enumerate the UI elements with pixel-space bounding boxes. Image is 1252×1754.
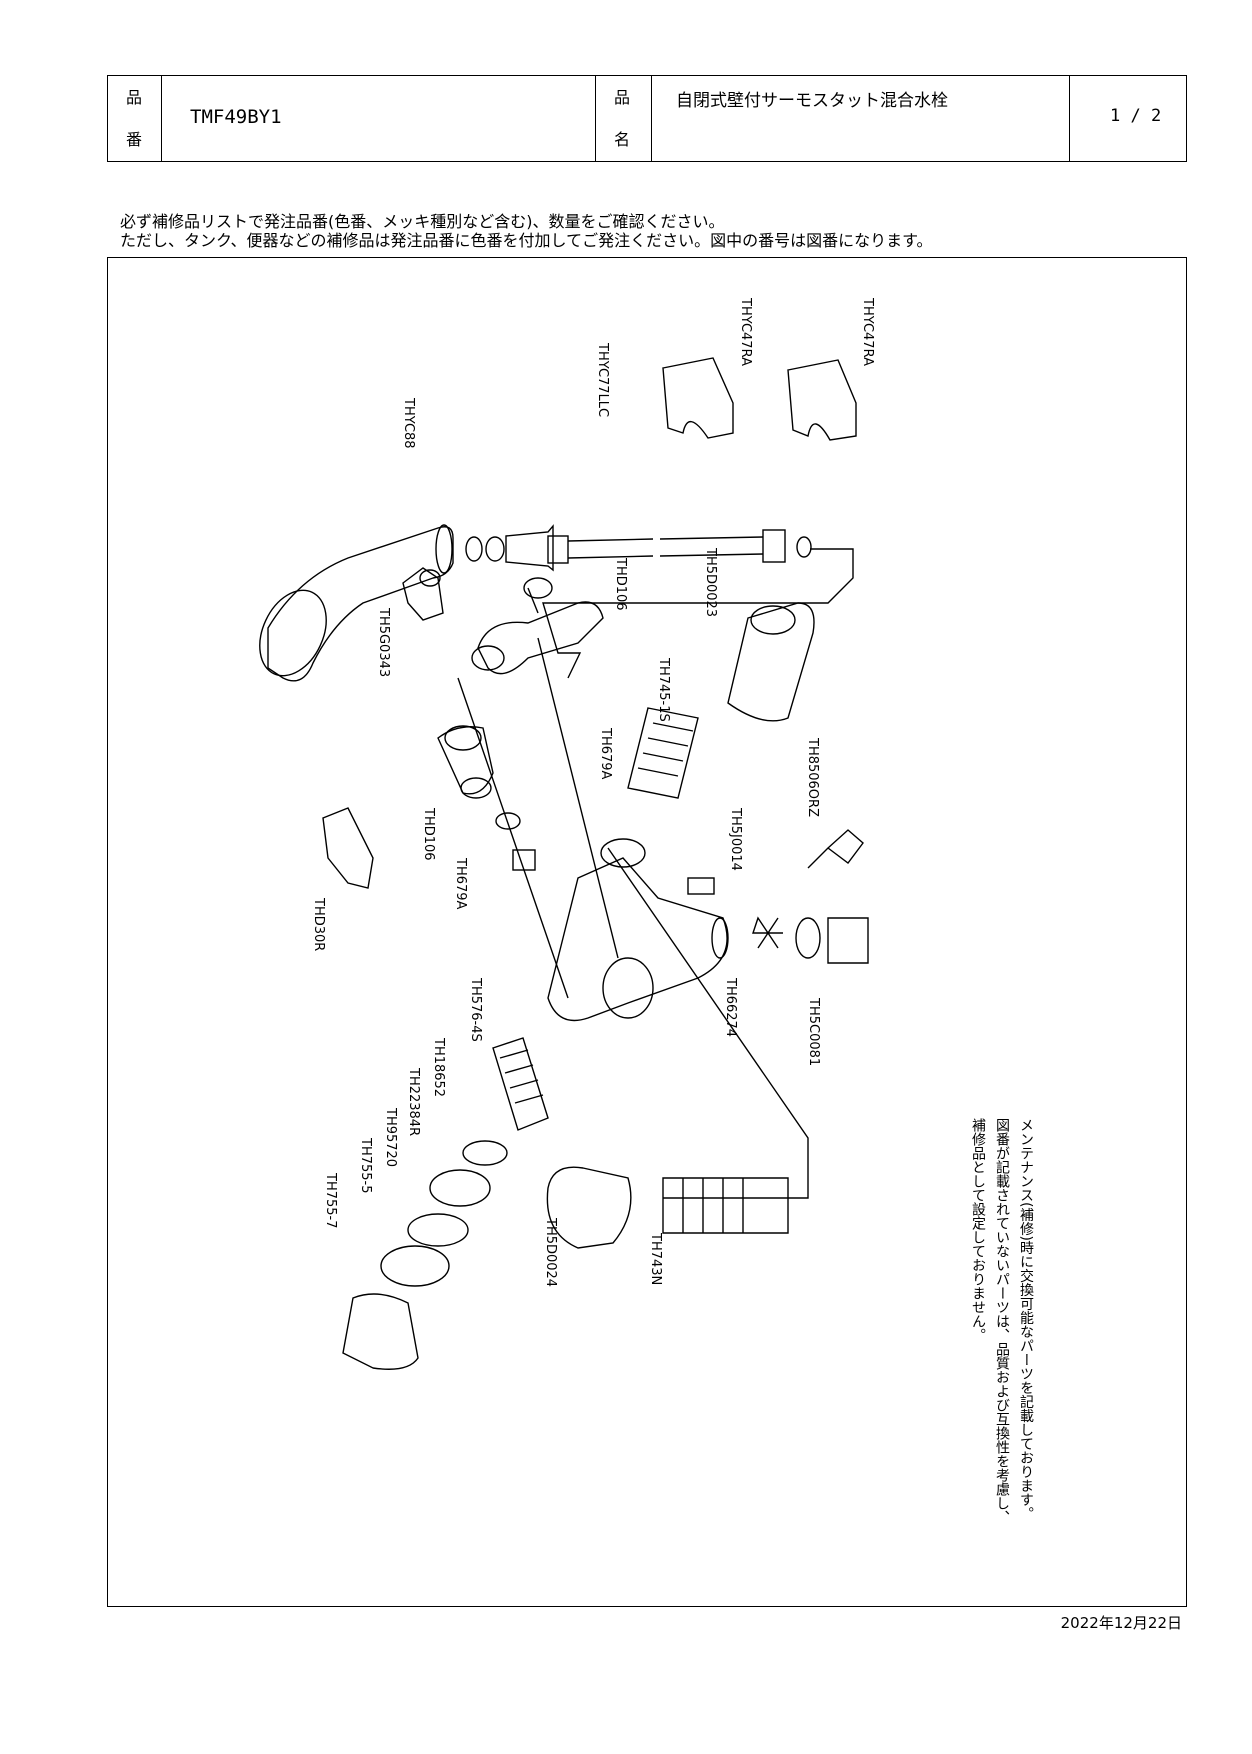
- check-valve-illustration: [687, 877, 715, 895]
- nut-illustration: [429, 1169, 491, 1207]
- exploded-diagram-frame: THYC88 THYC77LLC THYC47RA THYC47RA TH5G0…: [107, 257, 1187, 1607]
- part-label-thyc47ra-2: THYC47RA: [860, 298, 875, 366]
- product-code: TMF49BY1: [190, 106, 282, 128]
- name-label-1: 品: [614, 88, 631, 107]
- name-value-cell: 自閉式壁付サーモスタット混合水栓: [652, 76, 1070, 161]
- hose-route-line: [542, 548, 854, 679]
- eccentric-leg-illustration: [437, 725, 494, 799]
- ring-illustration: [380, 1245, 450, 1287]
- page-cell: 1 / 2: [1070, 76, 1186, 161]
- document-date: 2022年12月22日: [1060, 1614, 1182, 1632]
- header-table: 品 番 TMF49BY1 品 名 自閉式壁付サーモスタット混合水栓 1 / 2: [107, 75, 1187, 162]
- order-note-1: 必ず補修品リストで発注品番(色番、メッキ種別など含む)、数量をご確認ください。: [120, 212, 725, 231]
- strainer-illustration: [752, 916, 783, 949]
- cartridge-illustration: [627, 707, 699, 799]
- part-label-th745-1s: TH745-1S: [656, 658, 671, 722]
- product-name: 自閉式壁付サーモスタット混合水栓: [676, 91, 948, 111]
- o-ring-illustration: [407, 1213, 469, 1247]
- maintenance-note-1: メンテナンス(補修)時に交換可能なパーツを記載しております。: [1018, 1118, 1034, 1521]
- part-label-th18652: TH18652: [431, 1038, 446, 1098]
- nut-illustration: [827, 917, 869, 964]
- part-label-th679a-upper: TH679A: [598, 728, 613, 780]
- part-label-th576-4s: TH576-4S: [468, 978, 483, 1042]
- page-number: 1 / 2: [1110, 106, 1162, 126]
- code-label-1: 品: [126, 88, 143, 107]
- exploded-diagram: [259, 357, 869, 1370]
- handle-cap-illustration: [727, 602, 815, 722]
- handle-illustration: [342, 1293, 419, 1370]
- part-label-th679a-lower: TH679A: [453, 858, 468, 910]
- order-notes: 必ず補修品リストで発注品番(色番、メッキ種別など含む)、数量をご確認ください。 …: [120, 212, 932, 250]
- o-ring-illustration: [495, 812, 521, 830]
- part-label-th5g0343: TH5G0343: [376, 608, 391, 678]
- o-ring-illustration: [795, 917, 821, 959]
- part-label-th5c0081: TH5C0081: [806, 998, 821, 1067]
- part-label-thyc47ra-1: THYC47RA: [738, 298, 753, 366]
- hand-shower-illustration: [259, 524, 454, 682]
- part-label-th8506orz: TH8506ORZ: [805, 738, 820, 817]
- washer-illustration: [462, 1140, 508, 1166]
- name-label-2: 名: [614, 130, 631, 149]
- code-label-cell: 品 番: [108, 76, 162, 161]
- part-label-th5j0014: TH5J0014: [728, 808, 743, 871]
- maintenance-note-3: 補修品として設定しておりません。: [970, 1118, 986, 1342]
- code-value-cell: TMF49BY1: [162, 76, 596, 161]
- order-note-2: ただし、タンク、便器などの補修品は発注品番に色番を付加してご発注ください。図中の…: [120, 231, 933, 250]
- part-label-th5d0023: TH5D0023: [703, 548, 718, 618]
- code-label-2: 番: [126, 130, 143, 149]
- part-label-th22384r: TH22384R: [406, 1068, 421, 1137]
- part-label-th95720: TH95720: [383, 1108, 398, 1168]
- push-cartridge-illustration: [662, 1177, 789, 1234]
- elbow-illustration: [402, 567, 444, 621]
- cartridge-illustration: [492, 1037, 549, 1131]
- eccentric-leg-illustration: [471, 577, 604, 675]
- part-label-thd30r: THD30R: [311, 898, 326, 952]
- push-handle-illustration: [546, 1166, 632, 1249]
- valve-body-illustration: [547, 838, 729, 1022]
- part-label-thyc77llc: THYC77LLC: [595, 343, 610, 418]
- o-ring-illustration: [485, 536, 505, 562]
- o-ring-illustration: [796, 536, 812, 558]
- hose-illustration: [505, 524, 786, 572]
- hook-illustration: [662, 357, 734, 439]
- part-label-th755-5: TH755-5: [358, 1138, 373, 1194]
- part-label-thyc88: THYC88: [401, 398, 416, 449]
- maintenance-note: メンテナンス(補修)時に交換可能なパーツを記載しております。 図番が記載されてい…: [968, 1118, 1038, 1568]
- part-label-th66274: TH66274: [723, 978, 738, 1038]
- part-label-th5d0024: TH5D0024: [543, 1218, 558, 1288]
- hook-illustration: [787, 359, 857, 441]
- key-illustration: [807, 829, 864, 869]
- part-label-thd106-lower: THD106: [421, 808, 436, 861]
- part-label-thd106-upper: THD106: [613, 558, 628, 611]
- name-label-cell: 品 名: [596, 76, 652, 161]
- part-label-th755-7: TH755-7: [323, 1173, 338, 1229]
- o-ring-illustration: [465, 536, 483, 562]
- part-label-th743n: TH743N: [648, 1233, 663, 1286]
- holder-illustration: [322, 807, 374, 889]
- maintenance-note-2: 図番が記載されていないパーツは、品質および互換性を考慮し、: [994, 1118, 1010, 1524]
- filter-illustration: [512, 849, 536, 871]
